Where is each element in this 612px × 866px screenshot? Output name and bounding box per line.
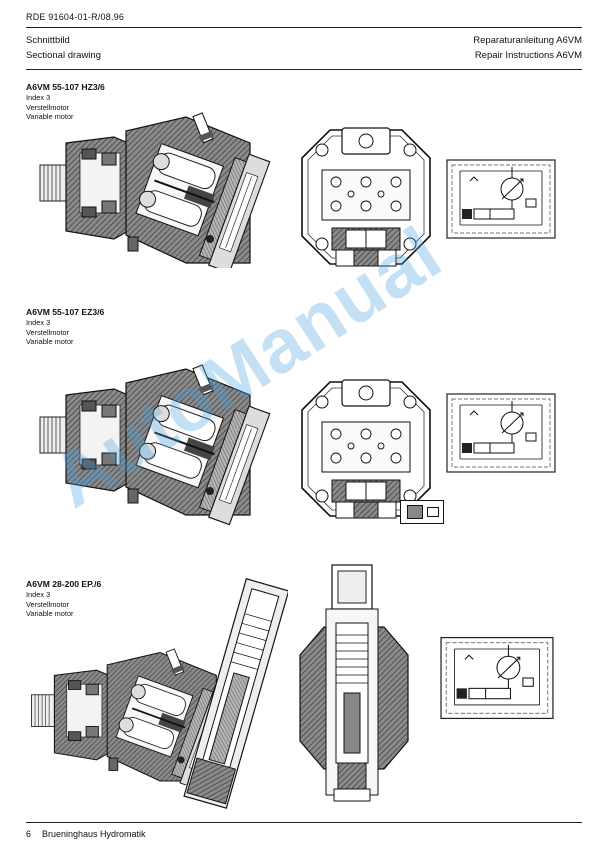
section-desc-de: Verstellmotor xyxy=(26,599,70,609)
section-title: A6VM 28-200 EP./6 xyxy=(26,579,102,589)
header-rule-top xyxy=(26,27,582,28)
footer-company: Brueninghaus Hydromatik xyxy=(42,829,146,839)
header-rule-bottom xyxy=(26,69,582,70)
header-right: Reparaturanleitung A6VM Repair Instructi… xyxy=(473,33,582,63)
header-left: Schnittbild Sectional drawing xyxy=(26,33,101,63)
front-view-hz3 xyxy=(301,127,431,267)
sectional-drawing-ep6 xyxy=(28,572,288,818)
header-title-en: Sectional drawing xyxy=(26,50,101,61)
section-desc-de: Verstellmotor xyxy=(26,102,70,112)
section-index: Index 3 xyxy=(26,590,51,599)
solenoid-block xyxy=(400,500,444,524)
section-title: A6VM 55-107 EZ3/6 xyxy=(26,307,105,317)
header-manual-en: Repair Instructions A6VM xyxy=(474,50,582,61)
hydraulic-schematic-ep6 xyxy=(440,636,554,720)
section-index: Index 3 xyxy=(26,93,51,102)
header-title-de: Schnittbild xyxy=(26,35,70,46)
section-desc-de: Verstellmotor xyxy=(26,327,70,337)
footer: 6 Brueninghaus Hydromatik xyxy=(26,829,146,839)
section-desc-en: Variable motor xyxy=(26,337,74,346)
vertical-section-ep6 xyxy=(299,564,409,802)
footer-rule xyxy=(26,822,582,823)
sectional-drawing-hz3 xyxy=(38,111,271,268)
section-title: A6VM 55-107 HZ3/6 xyxy=(26,82,105,92)
section-ep6: A6VM 28-200 EP./6 Index 3 Verstellmotor … xyxy=(26,579,101,619)
section-hz3: A6VM 55-107 HZ3/6 Index 3 Verstellmotor … xyxy=(26,82,105,122)
section-index: Index 3 xyxy=(26,318,51,327)
section-desc-en: Variable motor xyxy=(26,112,74,121)
sectional-drawing-ez3 xyxy=(38,363,271,526)
page-number: 6 xyxy=(26,829,32,839)
section-desc-en: Variable motor xyxy=(26,609,74,618)
hydraulic-schematic-hz3 xyxy=(446,159,556,239)
section-ez3: A6VM 55-107 EZ3/6 Index 3 Verstellmotor … xyxy=(26,307,104,347)
hydraulic-schematic-ez3 xyxy=(446,393,556,473)
document-number: RDE 91604-01-R/08.96 xyxy=(26,12,125,22)
header-manual-de: Reparaturanleitung A6VM xyxy=(473,35,582,46)
